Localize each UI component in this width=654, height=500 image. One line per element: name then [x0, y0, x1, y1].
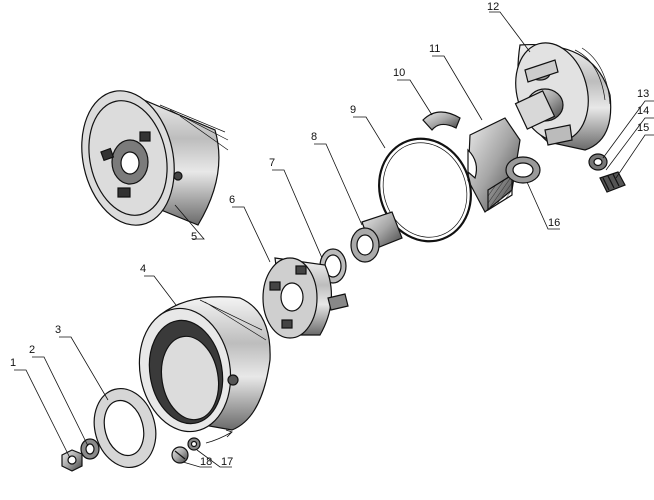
callout-15: 15 [637, 122, 649, 134]
callout-1: 1 [10, 357, 16, 369]
callout-3: 3 [55, 324, 61, 336]
callout-13: 13 [637, 88, 649, 100]
mounting-arrow [205, 429, 233, 444]
part-16-ring [505, 156, 541, 184]
part-11-pawl-block [467, 117, 521, 213]
leader-lines [14, 11, 654, 468]
part-2-washer [80, 438, 100, 460]
part-17-18-screw [171, 437, 201, 464]
callout-9: 9 [350, 104, 356, 116]
part-3-washer [93, 387, 157, 469]
callout-8: 8 [311, 131, 317, 143]
part-6-cam-plate [262, 257, 349, 339]
part-9-seal-ring [378, 137, 472, 243]
part-5-assembled-hub [81, 90, 229, 226]
part-12-back-cover [514, 42, 612, 151]
callout-2: 2 [29, 344, 35, 356]
callout-10: 10 [393, 67, 405, 79]
part-4-housing [138, 296, 271, 433]
callout-6: 6 [229, 194, 235, 206]
callout-14: 14 [637, 105, 649, 117]
part-1-nut [61, 449, 83, 472]
callout-7: 7 [269, 157, 275, 169]
callout-labels: 1 2 3 4 5 6 7 8 9 10 11 12 13 14 15 16 1… [10, 1, 649, 468]
callout-16: 16 [548, 217, 560, 229]
callout-17: 17 [221, 456, 233, 468]
callout-18: 18 [200, 456, 212, 468]
callout-11: 11 [429, 43, 440, 55]
callout-12: 12 [487, 1, 499, 13]
part-8-bushing [350, 211, 403, 263]
callout-4: 4 [140, 263, 146, 275]
part-13-14-15-spring-set [588, 153, 626, 193]
part-10-crescent [422, 111, 461, 131]
callout-5: 5 [191, 231, 197, 243]
